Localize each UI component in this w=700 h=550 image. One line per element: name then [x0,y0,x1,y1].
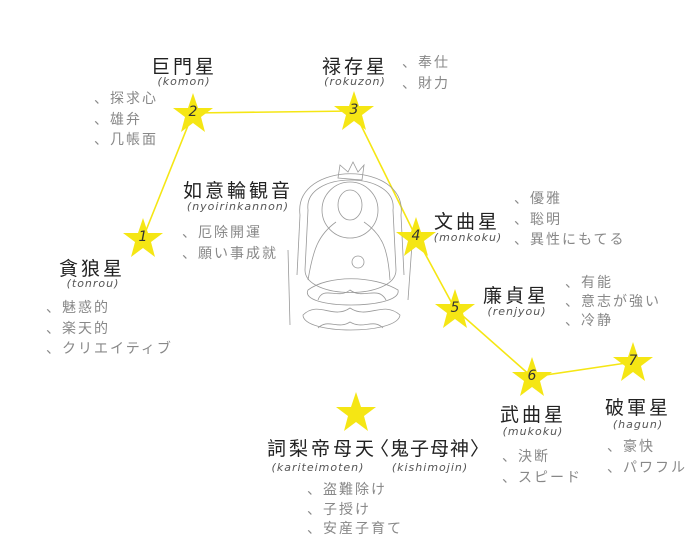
star-romaji: (komon) [157,75,211,88]
kariteimo-star[interactable] [335,391,377,433]
star-3[interactable]: 3 [333,90,375,132]
star-romaji: (monkoku) [433,231,503,244]
trait: 奉仕 [402,53,450,74]
trait: 有能 [565,274,661,293]
trait-list: 決断 スピード [502,447,582,488]
trait: 冷静 [565,312,661,331]
star-romaji: (rokuzon) [324,75,386,88]
star-title: 武曲星 [499,404,567,426]
trait: 安産子育て [307,520,403,540]
star-title: 廉貞星 [482,285,550,307]
star-icon [396,217,436,256]
kishimojin-romaji: (kishimojin) [391,461,469,474]
trait-list: 奉仕 財力 [402,53,450,94]
star-icon [613,342,653,381]
kariteimo-trait-list: 盗難除け 子授け 安産子育て [307,481,403,540]
trait: 几帳面 [94,130,158,151]
star-number: 2 [188,104,198,120]
star-title: 破軍星 [604,397,672,419]
star-4[interactable]: 4 [395,216,437,258]
trait: 意志が強い [565,293,661,312]
trait: クリエイティブ [46,339,173,360]
trait: 聡明 [514,210,625,231]
trait: スピード [502,468,582,489]
star-6[interactable]: 6 [511,356,553,398]
trait-list: 優雅 聡明 異性にもてる [514,189,625,251]
trait: 雄弁 [94,110,158,131]
trait: 豪快 [607,437,687,458]
trait: 厄除開運 [182,223,278,244]
trait: 財力 [402,74,450,95]
star-number: 3 [349,102,359,118]
trait: 楽天的 [46,319,173,340]
star-romaji: (hagun) [612,418,664,431]
star-number: 1 [138,229,148,245]
trait: 異性にもてる [514,230,625,251]
kariteimo-title: 詞梨帝母天 [266,438,378,460]
star-icon [123,218,163,257]
trait: 優雅 [514,189,625,210]
kariteimo-romaji: (kariteimoten) [271,461,365,474]
trait: 決断 [502,447,582,468]
star-number: 5 [450,300,460,316]
trait: 探求心 [94,89,158,110]
star-title: 禄存星 [321,56,389,78]
star-7[interactable]: 7 [612,341,654,383]
trait: 子授け [307,501,403,521]
star-icon [512,357,552,396]
star-title: 文曲星 [433,211,501,233]
trait: 願い事成就 [182,244,278,265]
nyoirin-trait-list: 厄除開運 願い事成就 [182,223,278,264]
trait-list: 豪快 パワフル [607,437,687,478]
star-romaji: (renjyou) [487,305,547,318]
nyoirin-romaji: (nyoirinkannon) [186,200,290,213]
trait: 魅惑的 [46,298,173,319]
star-1[interactable]: 1 [122,217,164,259]
star-2[interactable]: 2 [172,92,214,134]
star-icon [435,289,475,328]
star-romaji: (mukoku) [502,425,564,438]
kishimojin-title: 〈鬼子母神〉 [369,438,491,460]
trait: パワフル [607,458,687,479]
nyoirin-title: 如意輪観音 [182,180,294,202]
star-icon [334,91,374,130]
star-title: 巨門星 [150,56,218,78]
star-romaji: (tonrou) [66,277,120,290]
star-title: 貪狼星 [58,258,126,280]
star-icon [173,93,213,132]
star-icon [336,392,376,431]
trait-list: 魅惑的 楽天的 クリエイティブ [46,298,173,360]
star-number: 6 [527,368,537,384]
trait-list: 探求心 雄弁 几帳面 [94,89,158,151]
star-number: 7 [628,353,638,369]
nyoirin-kannon-illustration [287,161,414,331]
star-number: 4 [411,228,421,244]
trait: 盗難除け [307,481,403,501]
star-5[interactable]: 5 [434,288,476,330]
trait-list: 有能 意志が強い 冷静 [565,274,661,331]
